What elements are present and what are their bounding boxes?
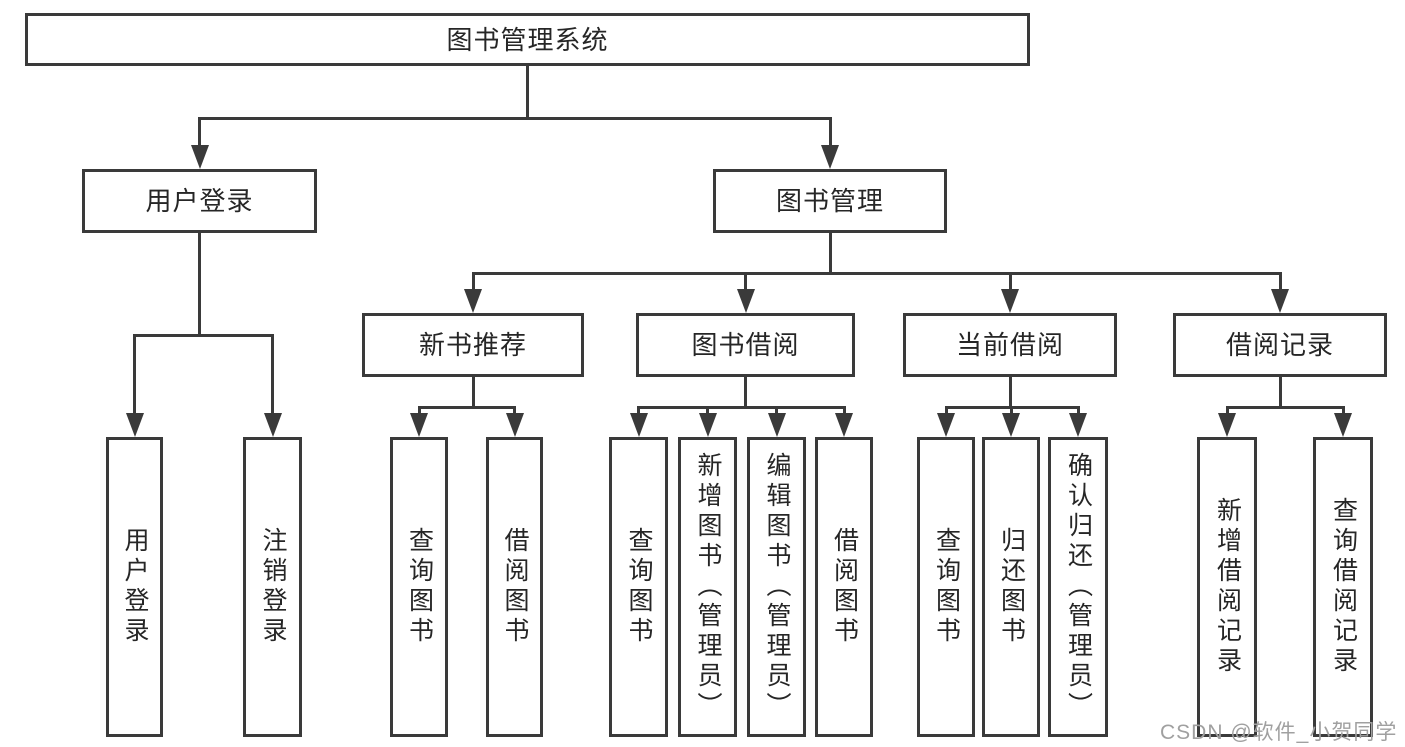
arrow-down-icon <box>937 413 955 437</box>
node-label: 查询图书 <box>405 527 434 647</box>
node-label: 当前借阅 <box>955 330 1064 360</box>
node-label: 查询借阅记录 <box>1329 497 1358 677</box>
node-current-borrowing: 当前借阅 <box>903 313 1117 377</box>
edge-drop <box>744 273 747 293</box>
arrow-down-icon <box>1218 413 1236 437</box>
edge-drop <box>842 407 846 417</box>
arrow-down-icon <box>1001 289 1019 313</box>
edge-drop <box>133 335 136 417</box>
edge-bar <box>198 116 832 120</box>
edge-drop <box>417 407 421 417</box>
arrow-down-icon <box>1271 289 1289 313</box>
edge-bar <box>471 271 1282 275</box>
node-nbr-query-books: 查询图书 <box>390 437 448 737</box>
edge-bar <box>417 405 516 409</box>
node-cb-confirm-return: 确认归还（管理员） <box>1048 437 1108 737</box>
edge-drop <box>944 407 948 417</box>
node-label: 借阅图书 <box>501 527 529 647</box>
node-label: 编辑图书（管理员） <box>763 452 791 722</box>
edge-stem <box>1008 375 1012 409</box>
node-label: 新增图书（管理员） <box>694 452 722 722</box>
node-book-management: 图书管理 <box>713 169 947 233</box>
node-user-login-leaf: 用户登录 <box>106 437 163 737</box>
edge-stem <box>744 375 747 409</box>
arrow-down-icon <box>821 145 839 169</box>
node-label: 用户登录 <box>121 527 149 647</box>
node-br-query-record: 查询借阅记录 <box>1313 437 1373 737</box>
node-bb-add-books: 新增图书（管理员） <box>678 437 737 737</box>
node-label: 图书管理 <box>775 186 884 216</box>
edge-drop <box>1076 407 1080 417</box>
arrow-down-icon <box>629 413 648 437</box>
edge-drop <box>1009 407 1013 417</box>
node-label: 注销登录 <box>259 527 287 647</box>
edge-drop <box>1278 273 1282 293</box>
node-nbr-borrow-books: 借阅图书 <box>486 437 543 737</box>
edge-drop <box>1008 273 1012 293</box>
node-cb-return-books: 归还图书 <box>982 437 1040 737</box>
arrow-down-icon <box>190 145 209 169</box>
edge-drop <box>1225 407 1229 417</box>
node-new-book-recommend: 新书推荐 <box>362 313 584 377</box>
edge-stem <box>828 231 832 275</box>
edge-drop <box>828 118 832 149</box>
node-label: 查询图书 <box>625 527 653 647</box>
edge-stem <box>526 64 529 120</box>
edge-drop <box>271 335 274 417</box>
edge-stem <box>198 231 201 337</box>
arrow-down-icon <box>736 289 755 313</box>
node-label: 查询图书 <box>932 527 961 647</box>
node-label: 归还图书 <box>997 527 1026 647</box>
node-br-add-record: 新增借阅记录 <box>1197 437 1257 737</box>
node-label: 新增借阅记录 <box>1213 497 1242 677</box>
node-label: 确认归还（管理员） <box>1064 452 1093 722</box>
arrow-down-icon <box>263 413 282 437</box>
edge-stem <box>1278 375 1282 409</box>
edge-drop <box>198 118 201 149</box>
node-label: 用户登录 <box>145 186 254 216</box>
node-label: 图书借阅 <box>691 330 800 360</box>
arrow-down-icon <box>464 289 482 313</box>
arrow-down-icon <box>698 413 717 437</box>
node-borrowing-records: 借阅记录 <box>1173 313 1387 377</box>
node-label: 图书管理系统 <box>446 24 609 55</box>
edge-drop <box>775 407 778 417</box>
edge-drop <box>637 407 640 417</box>
node-bb-query-books: 查询图书 <box>609 437 668 737</box>
arrow-down-icon <box>410 413 428 437</box>
node-label: 借阅图书 <box>830 527 859 647</box>
node-bb-borrow-books: 借阅图书 <box>815 437 873 737</box>
node-logout-leaf: 注销登录 <box>243 437 302 737</box>
node-root: 图书管理系统 <box>25 13 1030 66</box>
arrow-down-icon <box>1334 413 1352 437</box>
edge-bar <box>133 333 274 337</box>
arrow-down-icon <box>835 413 853 437</box>
node-cb-query-books: 查询图书 <box>917 437 975 737</box>
watermark: CSDN @软件_小贺同学 <box>1160 721 1398 744</box>
edge-drop <box>513 407 516 417</box>
edge-bar <box>637 405 846 409</box>
edge-stem <box>471 375 475 409</box>
edge-bar <box>1225 405 1345 409</box>
arrow-down-icon <box>767 413 786 437</box>
node-bb-edit-books: 编辑图书（管理员） <box>747 437 806 737</box>
arrow-down-icon <box>505 413 524 437</box>
arrow-down-icon <box>125 413 144 437</box>
node-label: 借阅记录 <box>1225 330 1334 360</box>
edge-drop <box>706 407 709 417</box>
arrow-down-icon <box>1002 413 1020 437</box>
node-user-login: 用户登录 <box>82 169 317 233</box>
edge-drop <box>1341 407 1345 417</box>
arrow-down-icon <box>1069 413 1087 437</box>
node-book-borrowing: 图书借阅 <box>636 313 855 377</box>
node-label: 新书推荐 <box>418 330 527 360</box>
edge-drop <box>471 273 475 293</box>
